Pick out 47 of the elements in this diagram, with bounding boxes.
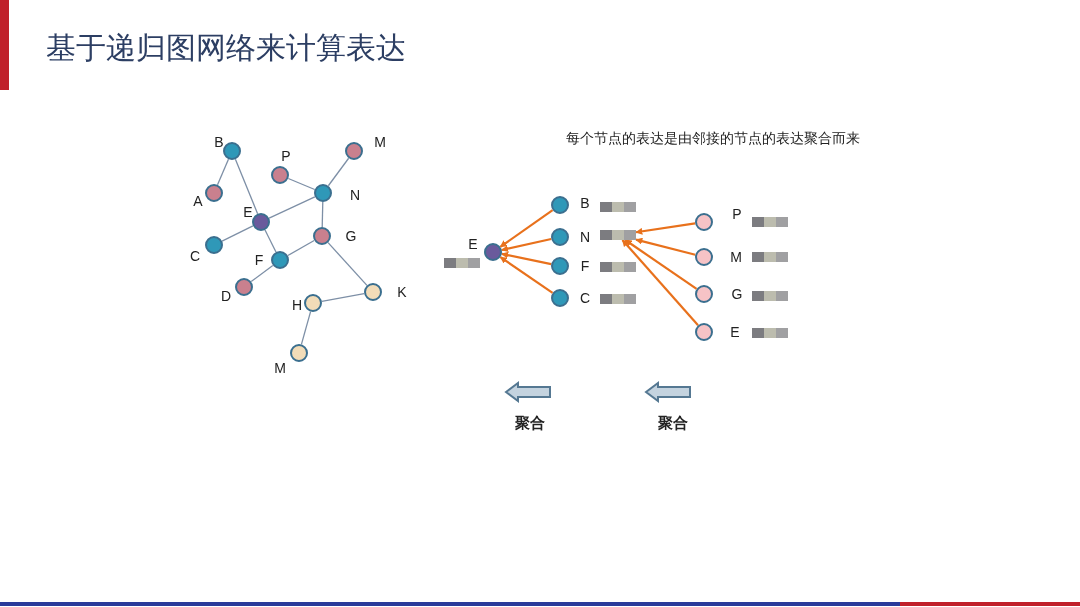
node-letter: E bbox=[730, 324, 740, 340]
slide-title: 基于递归图网络来计算表达 bbox=[46, 30, 406, 66]
arrow bbox=[501, 251, 552, 266]
connector-line bbox=[321, 292, 365, 303]
arrow bbox=[501, 237, 552, 253]
connector-line bbox=[221, 225, 254, 242]
node-letter: B bbox=[214, 134, 224, 150]
connector-line bbox=[250, 264, 274, 283]
arrow bbox=[635, 222, 696, 235]
arrow bbox=[499, 209, 554, 248]
connector-line bbox=[216, 158, 230, 186]
connector-line bbox=[287, 239, 315, 257]
node-letter: M bbox=[374, 134, 386, 150]
connector-line bbox=[287, 177, 316, 191]
connector-line bbox=[234, 158, 259, 215]
node-letter: P bbox=[281, 148, 291, 164]
node-letter: F bbox=[580, 258, 590, 274]
connector-line bbox=[327, 157, 350, 187]
node-letter: M bbox=[730, 249, 742, 265]
node-letter: E bbox=[468, 236, 478, 252]
arrow bbox=[624, 239, 698, 290]
node-letter: N bbox=[579, 229, 591, 245]
node-letter: G bbox=[345, 228, 357, 244]
node-letter: C bbox=[189, 248, 201, 264]
arrow bbox=[621, 239, 699, 326]
connector-line bbox=[300, 311, 312, 345]
node-letter: P bbox=[732, 206, 742, 222]
subtitle: 每个节点的表达是由邻接的节点的表达聚合而来 bbox=[566, 130, 860, 146]
arrow-caption: 聚合 bbox=[515, 415, 545, 431]
arrow bbox=[499, 256, 554, 294]
node-letter: G bbox=[731, 286, 743, 302]
connector-line bbox=[321, 201, 324, 228]
node-letter: B bbox=[580, 195, 590, 211]
node-letter: N bbox=[349, 187, 361, 203]
node-letter: E bbox=[243, 204, 253, 220]
arrow bbox=[635, 237, 696, 256]
node-letter: C bbox=[579, 290, 591, 306]
node-letter: H bbox=[291, 297, 303, 313]
node-letter: M bbox=[274, 360, 286, 376]
connector-line bbox=[268, 196, 316, 219]
arrow-caption: 聚合 bbox=[658, 415, 688, 431]
node-letter: F bbox=[254, 252, 264, 268]
connector-line bbox=[327, 242, 368, 286]
node-letter: K bbox=[397, 284, 407, 300]
connector-line bbox=[264, 229, 277, 253]
node-letter: D bbox=[220, 288, 232, 304]
node-letter: A bbox=[193, 193, 203, 209]
